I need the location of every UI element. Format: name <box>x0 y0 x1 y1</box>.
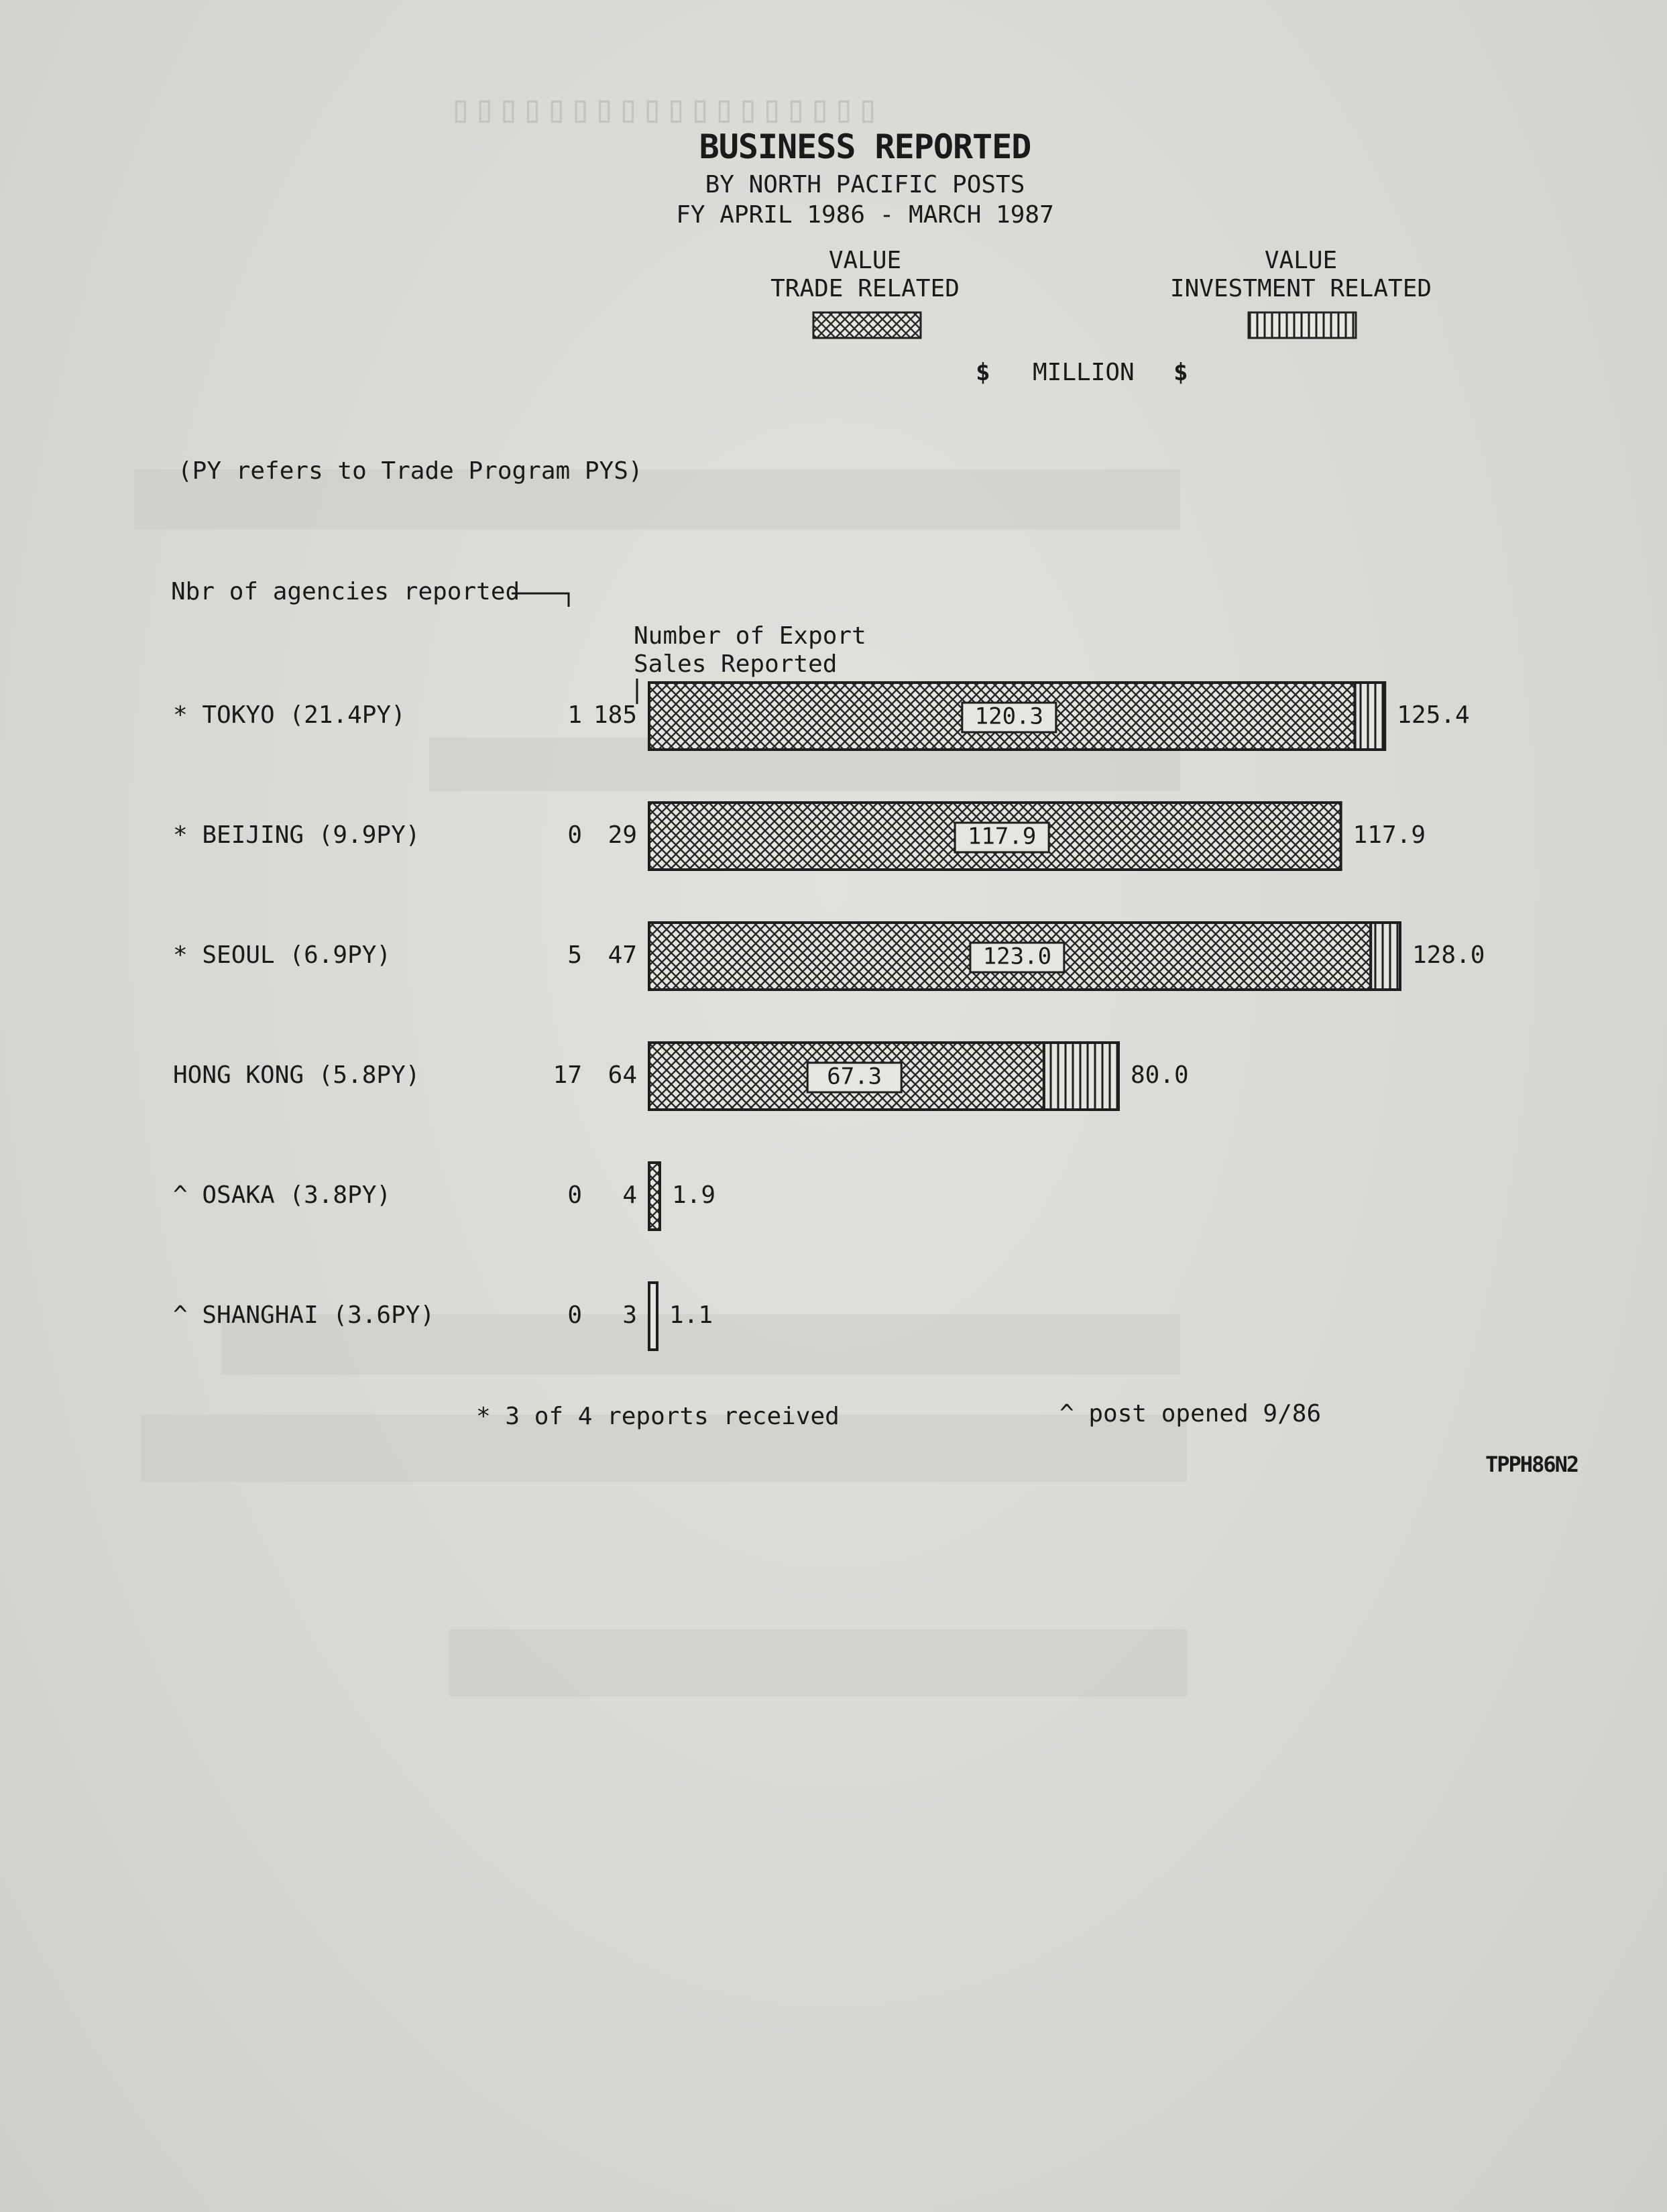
category-label: * SEOUL (6.9PY) <box>173 941 391 969</box>
chart-subtitle-posts: BY NORTH PACIFIC POSTS <box>705 171 1025 198</box>
inner-value-box <box>969 941 1066 974</box>
unit-dollar-left: $ <box>976 359 990 386</box>
inner-value-label: 123.0 <box>983 943 1051 970</box>
py-note: (PY refers to Trade Program PYS) <box>178 457 643 485</box>
unit-dollar-right: $ <box>1173 359 1188 386</box>
legend-trade-line2: TRADE RELATED <box>770 275 960 302</box>
bleed-through-bar <box>134 469 1180 530</box>
category-label: ^ SHANGHAI (3.6PY) <box>173 1301 435 1329</box>
export-sales-count: 3 <box>622 1301 637 1329</box>
category-label: ^ OSAKA (3.8PY) <box>173 1181 391 1209</box>
investment-bar <box>1353 681 1387 751</box>
legend-invest-line1: VALUE <box>1264 247 1338 274</box>
export-sales-count: 47 <box>608 941 637 969</box>
agencies-count: 5 <box>567 941 582 969</box>
agencies-count: 0 <box>567 821 582 849</box>
total-value-label: 117.9 <box>1353 821 1426 849</box>
export-sales-count: 4 <box>622 1181 637 1209</box>
category-label: * BEIJING (9.9PY) <box>173 821 420 849</box>
agencies-pointer-line <box>512 592 570 607</box>
category-label: HONG KONG (5.8PY) <box>173 1061 420 1089</box>
export-sales-count: 185 <box>593 701 637 729</box>
bleed-through-bar <box>141 1415 1187 1482</box>
total-value-label: 1.1 <box>669 1301 713 1329</box>
unit-million: MILLION <box>1033 359 1135 386</box>
footnote-reports-received: * 3 of 4 reports received <box>476 1403 840 1430</box>
inner-value-label: 120.3 <box>975 703 1043 730</box>
investment-bar <box>1042 1041 1120 1111</box>
investment-bar <box>1369 921 1401 991</box>
agencies-count: 0 <box>567 1181 582 1209</box>
chart-subtitle-period: FY APRIL 1986 - MARCH 1987 <box>676 201 1054 229</box>
export-sales-count: 29 <box>608 821 637 849</box>
legend-invest-line2: INVESTMENT RELATED <box>1169 275 1432 302</box>
inner-value-label: 117.9 <box>968 823 1036 850</box>
trade-bar <box>648 1281 658 1351</box>
bleed-through-bar <box>449 1629 1187 1696</box>
bleed-through-text: ▯▯▯▯▯▯▯▯▯▯▯▯▯▯▯▯▯▯ <box>449 87 880 131</box>
bleed-through-bar <box>221 1314 1180 1375</box>
agencies-count: 17 <box>553 1061 582 1089</box>
export-label-line2: Sales Reported <box>634 650 838 678</box>
export-sales-count: 64 <box>608 1061 637 1089</box>
chart-title: BUSINESS REPORTED <box>699 127 1032 166</box>
agencies-count: 1 <box>567 701 582 729</box>
footnote-post-opened: ^ post opened 9/86 <box>1059 1400 1322 1428</box>
inner-value-box <box>961 701 1057 734</box>
inner-value-box <box>806 1061 903 1094</box>
document-code: TPPH86N2 <box>1485 1452 1579 1477</box>
legend-swatch-invest <box>1247 311 1357 339</box>
inner-value-box <box>954 821 1050 854</box>
category-label: * TOKYO (21.4PY) <box>173 701 406 729</box>
agencies-count: 0 <box>567 1301 582 1329</box>
total-value-label: 128.0 <box>1412 941 1485 969</box>
agencies-label: Nbr of agencies reported <box>171 578 520 605</box>
total-value-label: 1.9 <box>672 1181 715 1209</box>
export-label-line1: Number of Export <box>634 622 866 650</box>
trade-bar <box>648 1161 661 1231</box>
legend-swatch-trade <box>812 311 922 339</box>
total-value-label: 80.0 <box>1131 1061 1189 1089</box>
legend-trade-line1: VALUE <box>828 247 902 274</box>
inner-value-label: 67.3 <box>827 1063 882 1090</box>
total-value-label: 125.4 <box>1397 701 1469 729</box>
